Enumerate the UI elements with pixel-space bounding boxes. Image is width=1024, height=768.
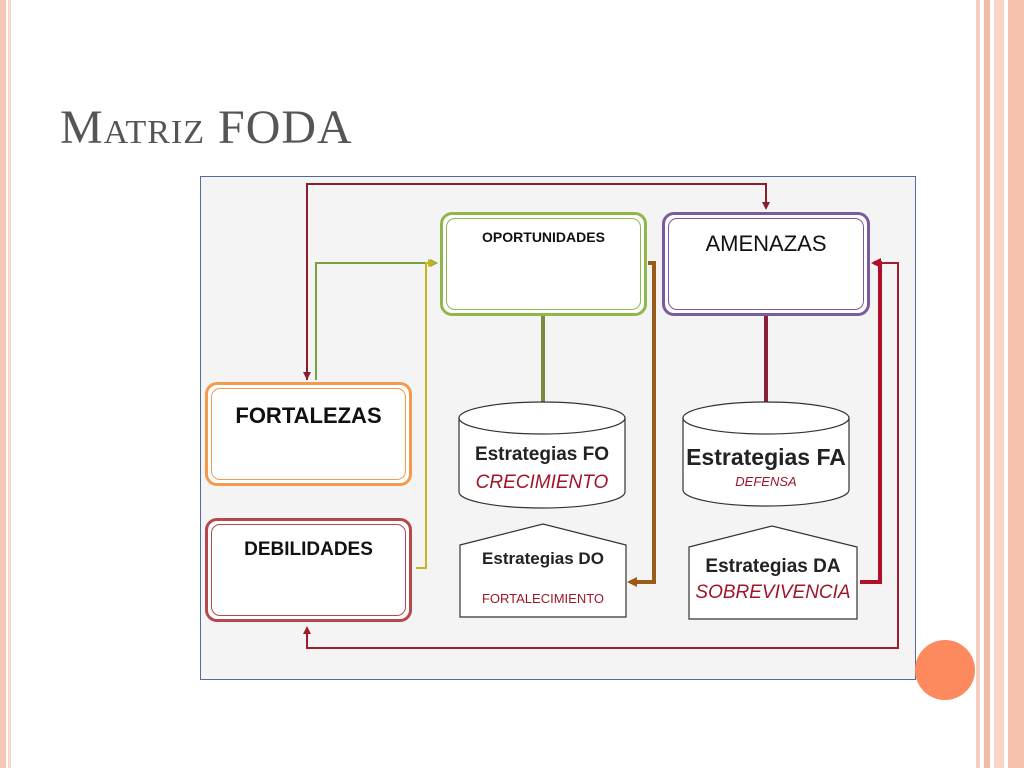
arrow-debilidades-oportunidades <box>416 259 436 569</box>
estrategias-fa-cylinder <box>682 401 850 507</box>
oportunidades-box: OPORTUNIDADES <box>440 212 647 316</box>
estrategias-fa-subtitle: DEFENSA <box>735 474 797 489</box>
left-decor-stripe <box>0 0 14 768</box>
arrow-fortalezas-oportunidades <box>315 259 438 380</box>
debilidades-box: DEBILIDADES <box>205 518 412 622</box>
arrow-da-amenazas <box>860 258 882 584</box>
arrow-oportunidades-do <box>627 261 656 587</box>
fortalezas-box: FORTALEZAS <box>205 382 412 486</box>
estrategias-do-shape <box>459 523 627 618</box>
estrategias-fo-title: Estrategias FO <box>474 444 610 465</box>
right-decor-stripes <box>976 0 1024 768</box>
estrategias-do-title: Estrategias DO <box>482 549 604 568</box>
estrategias-fo-cylinder <box>458 401 626 509</box>
estrategias-da-title: Estrategias DA <box>705 556 841 577</box>
fortalezas-label: FORTALEZAS <box>235 403 382 428</box>
slide-title: Matriz FODA <box>60 101 353 154</box>
decor-circle <box>915 640 975 700</box>
estrategias-fa-title: Estrategias FA <box>686 444 846 470</box>
estrategias-da-shape <box>688 525 858 620</box>
estrategias-fo-subtitle: CRECIMIENTO <box>475 472 609 493</box>
arrow-amenazas-debilidades <box>303 262 899 649</box>
estrategias-da-subtitle: SOBREVIVENCIA <box>695 582 851 603</box>
oportunidades-label: OPORTUNIDADES <box>482 229 605 245</box>
amenazas-label: AMENAZAS <box>705 231 827 256</box>
estrategias-do-subtitle: FORTALECIMIENTO <box>481 591 605 606</box>
debilidades-label: DEBILIDADES <box>244 539 373 560</box>
amenazas-box: AMENAZAS <box>662 212 870 316</box>
